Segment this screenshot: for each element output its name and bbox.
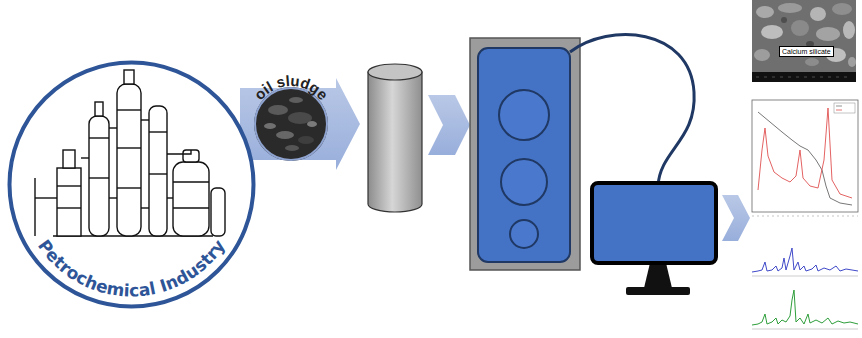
image-label: Calcium silicate	[779, 46, 834, 57]
node-title: oil sludge	[250, 72, 331, 103]
furnace-unit	[470, 38, 580, 270]
flow-chevron	[722, 195, 750, 241]
node-outline: Petrochemical Industry	[5, 58, 258, 311]
monitor	[592, 183, 716, 295]
factory-drawing	[35, 70, 225, 236]
flow-chevron	[428, 95, 470, 155]
cable	[570, 35, 694, 186]
node-title: Petrochemical Industry	[34, 236, 229, 301]
node-title: oil sludge	[250, 72, 331, 103]
sludge-circle: oil sludge	[241, 74, 341, 174]
xrd-patterns	[752, 248, 858, 329]
plant-ground	[10, 63, 254, 307]
reactor-cylinder	[368, 64, 422, 212]
tga-chart	[752, 100, 858, 216]
industry-circle: Petrochemical Industry	[5, 58, 258, 311]
node-outline: oil sludge	[241, 74, 341, 174]
sem-image	[752, 0, 856, 82]
node-title: Petrochemical Industry	[34, 236, 229, 301]
